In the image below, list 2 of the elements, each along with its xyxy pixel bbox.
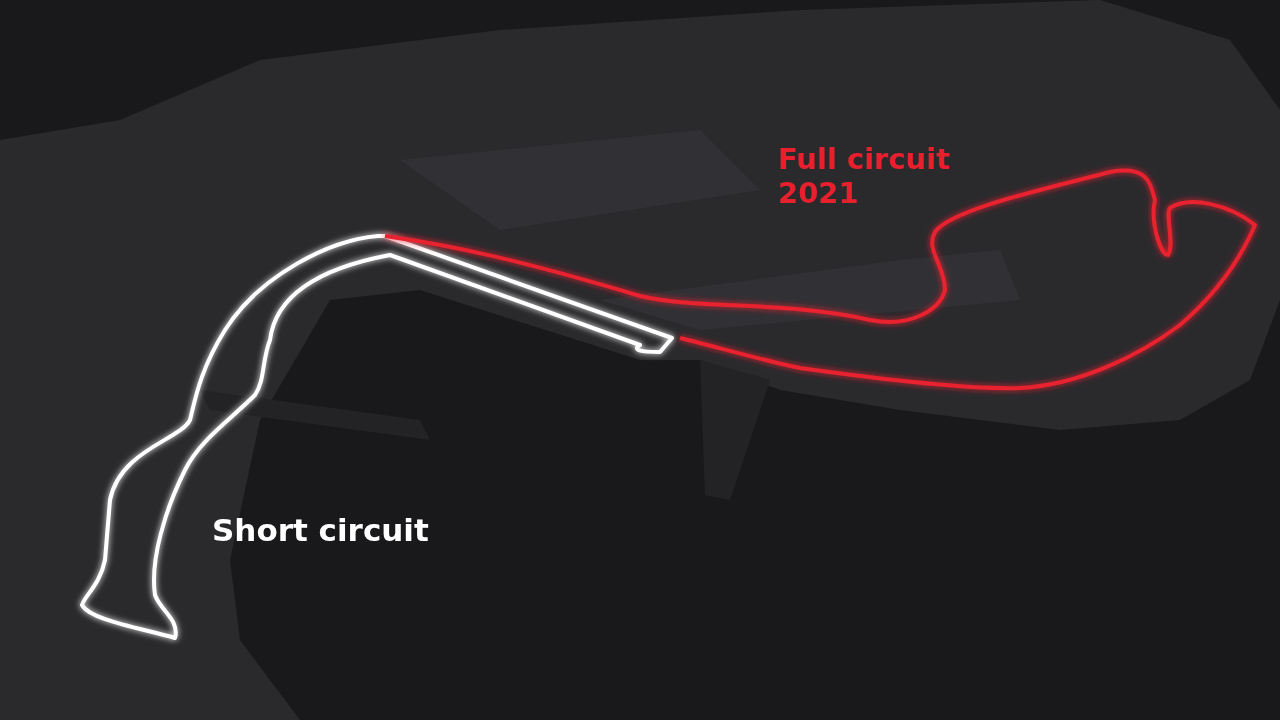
- map-label: Short circuit: [212, 511, 430, 549]
- map-label: Full circuit 2021: [778, 142, 952, 210]
